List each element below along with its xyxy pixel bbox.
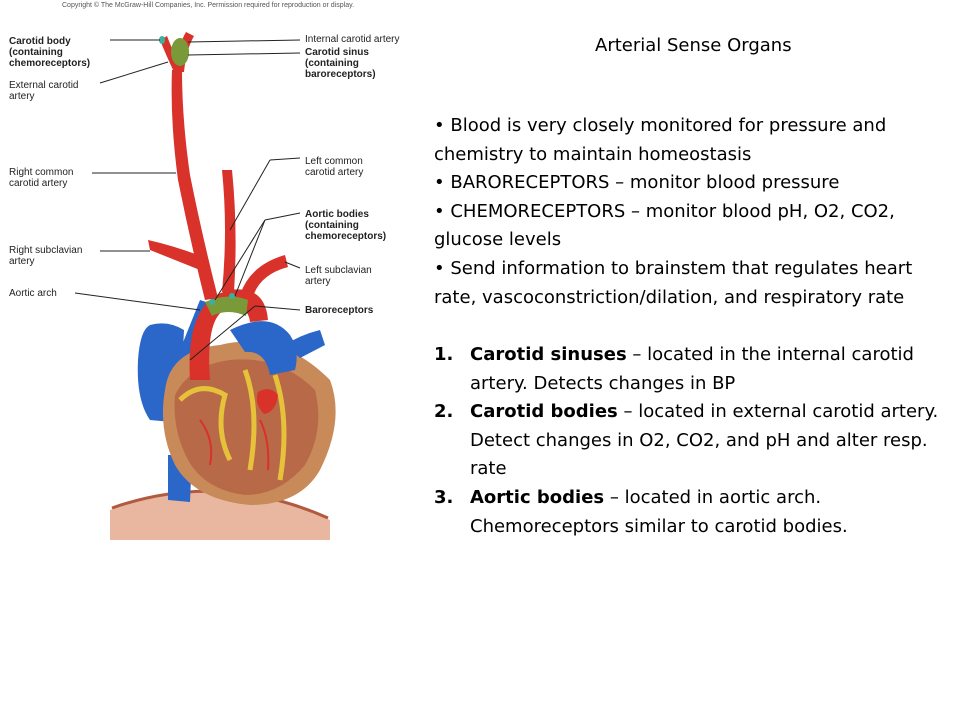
right-common-carotid-vessel [171,70,218,300]
numbered-item: 1. Carotid sinuses – located in the inter… [434,341,954,398]
item-term: Carotid bodies [470,401,618,423]
right-subclavian-vessel [148,240,206,270]
aortic-body-receptor [209,299,215,305]
left-auricle [256,389,278,414]
copyright-notice: Copyright © The McGraw-Hill Companies, I… [62,2,355,9]
bullet-item: • Send information to brainstem that reg… [434,257,913,308]
bullet-item: • BARORECEPTORS – monitor blood pressure [434,172,840,194]
item-description: – located in aortic arch. Chemoreceptors… [470,486,848,537]
numbered-item: 3. Aortic bodies – located in aortic arch… [434,484,954,541]
label-external-carotid: External carotid artery [9,80,79,102]
bullet-list: • Blood is very closely monitored for pr… [434,112,954,312]
label-internal-carotid: Internal carotid artery [305,34,400,45]
numbered-list: 1. Carotid sinuses – located in the inter… [434,341,954,541]
bullet-item: • Blood is very closely monitored for pr… [434,115,887,165]
slide-title: Arterial Sense Organs [595,35,792,56]
item-number: 2. [434,401,454,423]
label-aortic-bodies: Aortic bodies (containing chemoreceptors… [305,209,387,242]
label-carotid-body: Carotid body (containing chemoreceptors) [9,36,91,69]
label-carotid-sinus: Carotid sinus (containing baroreceptors) [305,47,376,80]
bullet-item: • CHEMORECEPTORS – monitor blood pH, O2,… [434,200,895,251]
label-right-common-carotid: Right common carotid artery [9,167,74,189]
label-right-subclavian: Right subclavian artery [9,245,83,267]
carotid-body-receptor [159,36,165,44]
left-common-carotid-vessel [222,170,236,292]
item-term: Aortic bodies [470,486,605,508]
item-term: Carotid sinuses [470,344,627,365]
diaphragm [110,492,330,540]
item-description: – located in external carotid artery. De… [470,401,939,480]
label-left-common-carotid: Left common carotid artery [305,156,364,178]
label-left-subclavian: Left subclavian artery [305,265,372,287]
item-number: 3. [434,486,454,508]
numbered-item: 2. Carotid bodies – located in external c… [434,398,954,484]
label-aortic-arch: Aortic arch [9,288,57,299]
left-subclavian-vessel [240,255,288,300]
arterial-anatomy-figure: Copyright © The McGraw-Hill Companies, I… [0,0,430,540]
aortic-baroreceptor-region [205,296,248,316]
item-description: – located in the internal carotid artery… [470,344,914,394]
pulmonary-trunk [230,321,297,375]
carotid-sinus-receptor [171,38,189,66]
heart-artery-illustration [74,32,336,540]
item-number: 1. [434,344,454,365]
label-baroreceptors: Baroreceptors [305,305,374,316]
